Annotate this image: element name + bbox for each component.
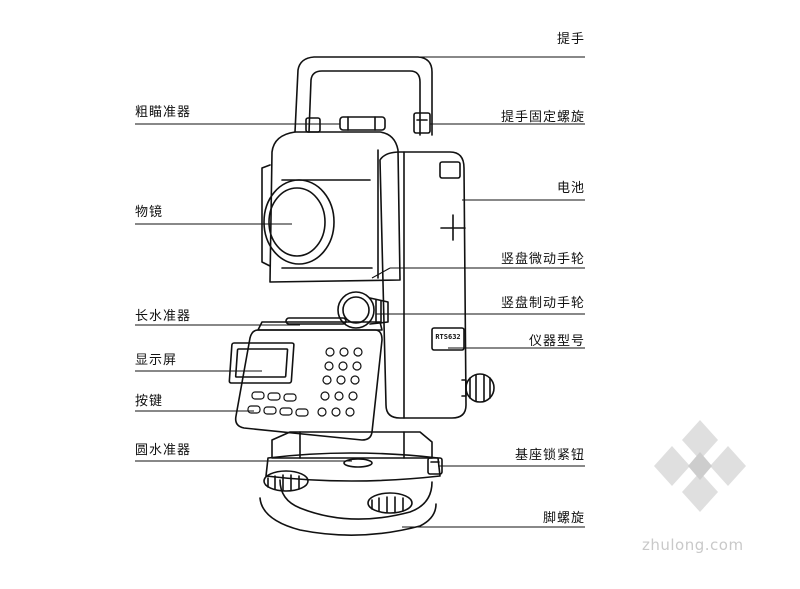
foot-screws xyxy=(263,470,413,514)
label-handle-screw: 提手固定螺旋 xyxy=(500,110,585,125)
objective-lens-drawing xyxy=(263,179,335,265)
model-plate xyxy=(431,327,465,351)
label-base-lock: 基座锁紧钮 xyxy=(514,448,585,463)
control-panel xyxy=(228,321,383,441)
label-tube-level: 长水准器 xyxy=(135,309,192,324)
label-vertical-tangent: 竖盘微动手轮 xyxy=(500,252,585,267)
vertical-knobs xyxy=(337,291,389,329)
leader-lines xyxy=(135,56,585,528)
watermark-text: zhulong.com xyxy=(642,536,744,554)
tube-level-vial xyxy=(285,317,347,325)
label-display: 显示屏 xyxy=(135,353,178,368)
label-objective: 物镜 xyxy=(135,205,164,220)
horizontal-knob xyxy=(461,373,495,403)
label-sighting: 粗瞄准器 xyxy=(135,105,192,120)
label-battery: 电池 xyxy=(556,181,585,196)
label-handle: 提手 xyxy=(556,32,585,47)
label-foot-screw: 脚螺旋 xyxy=(542,511,585,526)
watermark-logo xyxy=(654,420,746,512)
alidade-base xyxy=(271,431,433,459)
label-model: 仪器型号 xyxy=(528,334,585,349)
carry-handle xyxy=(294,56,433,136)
keypad xyxy=(247,347,363,417)
label-keys: 按键 xyxy=(135,394,164,409)
leader-vertical-tangent-a xyxy=(371,267,391,279)
label-vertical-clamp: 竖盘制动手轮 xyxy=(500,296,585,311)
battery-housing xyxy=(379,151,467,419)
tribrach xyxy=(259,452,443,536)
sighting-scope xyxy=(339,116,386,131)
label-circular-level: 圆水准器 xyxy=(135,443,192,458)
model-plate-text: RTS632 xyxy=(435,333,461,341)
